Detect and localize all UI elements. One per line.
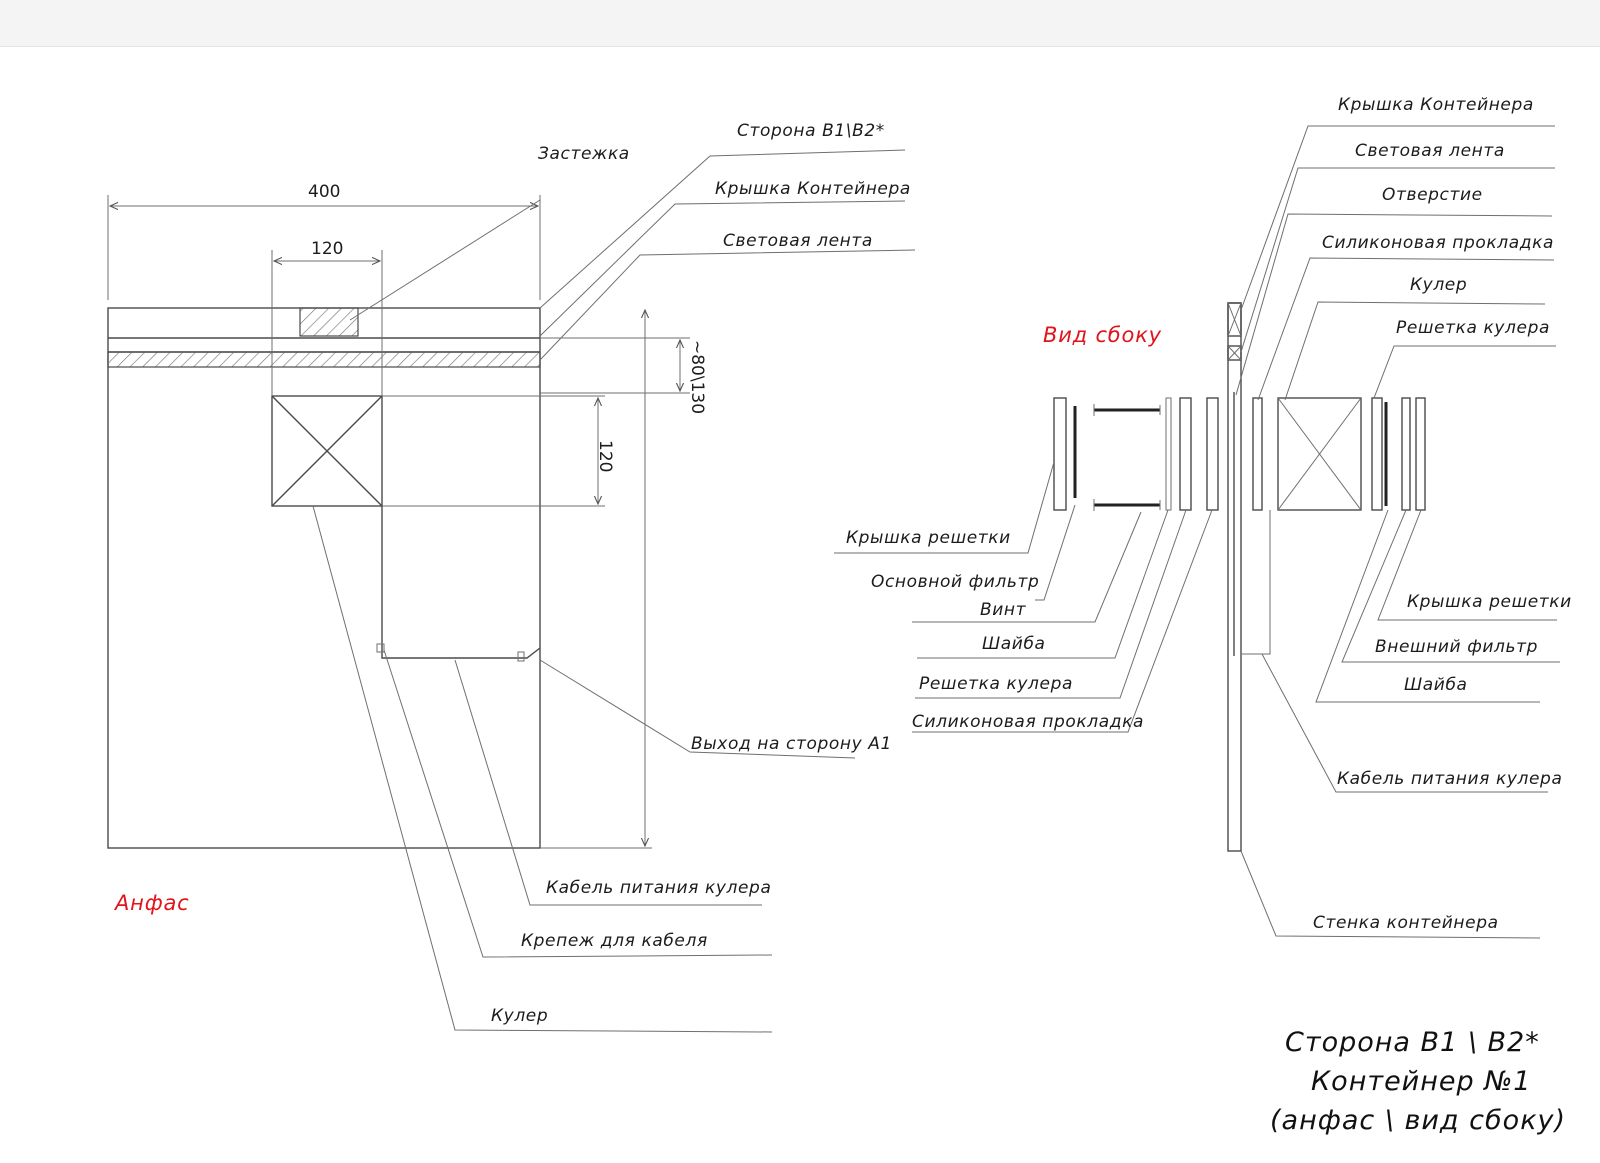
front-view: 400 120 120 ~80\130 Застежка Сторона B1\… [107, 121, 916, 1033]
side-grille-right [1371, 397, 1383, 511]
light-strip-hatch [107, 351, 541, 368]
label-clasp: Застежка [538, 144, 630, 164]
cable-clip-left [376, 643, 385, 653]
title-line-1: Сторона B1 \ B2* [1285, 1027, 1540, 1058]
side-label-power-cable: Кабель питания кулера [1337, 769, 1562, 789]
title-line-3: (анфас \ вид сбоку) [1270, 1105, 1566, 1136]
side-label-grille-cover-left: Крышка решетки [846, 528, 1011, 548]
side-view: Вид сбоку [834, 95, 1572, 939]
side-label-gasket-left: Силиконовая прокладка [912, 712, 1144, 732]
front-view-heading: Анфас [113, 891, 189, 915]
side-label-gasket: Силиконовая прокладка [1322, 233, 1554, 253]
fan-cross-2 [271, 395, 383, 507]
label-cooler: Кулер [491, 1006, 548, 1026]
label-side: Сторона B1\B2* [737, 121, 885, 141]
side-fan [1277, 397, 1362, 511]
side-view-heading: Вид сбоку [1043, 323, 1162, 347]
label-power-cable: Кабель питания кулера [546, 878, 771, 898]
fan-box [271, 395, 383, 507]
dim-120h-text: 120 [595, 440, 615, 472]
side-grille-cover-left [1053, 397, 1067, 511]
side-label-outer-filter: Внешний фильтр [1375, 637, 1538, 657]
side-label-light-strip: Световая лента [1355, 141, 1505, 161]
side-grille-left [1179, 397, 1192, 511]
wall-lid-block [1227, 302, 1242, 337]
side-washer-left [1165, 397, 1172, 511]
side-label-wall: Стенка контейнера [1313, 913, 1499, 933]
side-label-screw: Винт [980, 600, 1027, 620]
side-label-grille-cover-right: Крышка решетки [1407, 592, 1572, 612]
side-label-washer-left: Шайба [982, 634, 1046, 654]
dim-120w-text: 120 [311, 239, 343, 259]
side-label-cooler-grille-left: Решетка кулера [919, 674, 1073, 694]
side-gasket-right [1252, 397, 1263, 511]
label-cable-mount: Крепеж для кабеля [521, 931, 708, 951]
side-grille-cover-right [1415, 397, 1426, 511]
dim-400-text: 400 [308, 182, 340, 202]
label-light-strip: Световая лента [723, 231, 873, 251]
power-cable-path [381, 506, 541, 659]
side-outer-filter [1401, 397, 1411, 511]
title-line-2: Контейнер №1 [1311, 1066, 1531, 1097]
side-fan-cable [1242, 510, 1271, 655]
cable-clip-right [517, 651, 525, 662]
side-label-cooler: Кулер [1410, 275, 1467, 295]
label-lid: Крышка Контейнера [715, 179, 911, 199]
clasp-hatch [299, 307, 359, 337]
side-label-lid: Крышка Контейнера [1338, 95, 1534, 115]
container-outline [107, 307, 541, 849]
dim-strip-text: ~80\130 [687, 340, 707, 414]
side-label-main-filter: Основной фильтр [871, 572, 1039, 592]
side-gasket-left [1206, 397, 1219, 511]
label-exit: Выход на сторону A1 [691, 734, 892, 754]
side-label-hole: Отверстие [1382, 185, 1483, 205]
side-label-cooler-grille: Решетка кулера [1396, 318, 1550, 338]
scan-top-band [0, 0, 1600, 47]
side-label-washer-right: Шайба [1404, 675, 1468, 695]
wall-strip-block [1227, 345, 1242, 361]
title-block: Сторона B1 \ B2* Контейнер №1 (анфас \ в… [1270, 1027, 1566, 1136]
